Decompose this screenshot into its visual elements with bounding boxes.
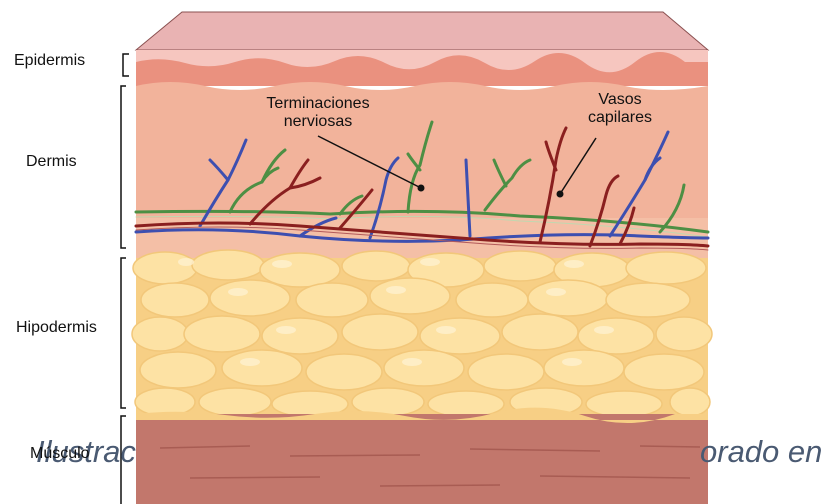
vessel-callout-dot (557, 191, 564, 198)
vessel-callout-line1: Vasos (568, 91, 672, 109)
caption-right-text: orado en (700, 432, 822, 472)
vessel-callout-line2: capilares (568, 109, 672, 127)
hypodermis-bracket (121, 258, 126, 408)
nerve-callout-dot (418, 185, 425, 192)
skin-top-surface (136, 12, 708, 50)
muscle-label: Músculo (30, 446, 90, 462)
epidermis-label: Epidermis (14, 53, 85, 69)
dermis-label: Dermis (26, 154, 77, 170)
dermis-bracket (121, 86, 126, 248)
nerve-callout-line1: Terminaciones (236, 95, 400, 113)
nerve-endings-callout: Terminaciones nerviosas (236, 95, 400, 132)
figure-caption: Ilustrac orado en (0, 432, 828, 472)
capillaries-callout: Vasos capilares (568, 91, 672, 128)
hypodermis-label: Hipodermis (16, 320, 97, 336)
nerve-callout-line2: nerviosas (236, 113, 400, 131)
epidermis-bracket (123, 54, 129, 76)
